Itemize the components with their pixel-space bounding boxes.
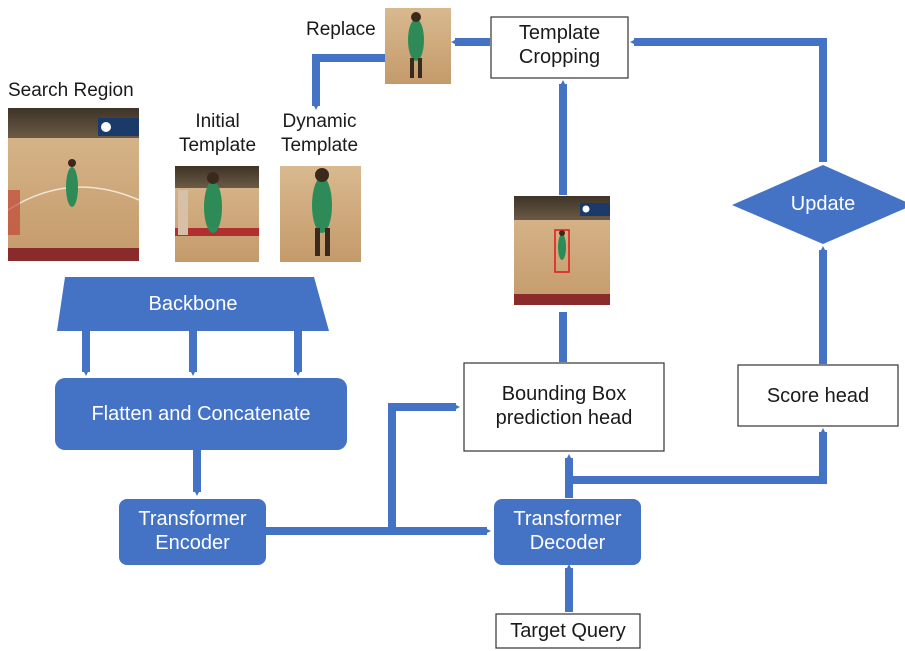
- transformer-decoder-label-line1: Transformer: [513, 508, 622, 530]
- flatten-concat-label: Flatten and Concatenate: [91, 403, 311, 425]
- transformer-decoder-label-line2: Decoder: [529, 532, 606, 554]
- update-label: Update: [790, 193, 856, 215]
- search-region-label: Search Region: [8, 80, 134, 101]
- template-cropping-label-line1: Template: [518, 22, 601, 44]
- search-region-image: [7, 108, 140, 261]
- arrow-encoder-to-bbox-head: [388, 403, 460, 531]
- transformer-encoder-label-line1: Transformer: [138, 508, 247, 530]
- dynamic-template-label-line1: Dynamic: [282, 111, 357, 132]
- connectors: [82, 38, 827, 612]
- target-query-box: [495, 613, 641, 649]
- score-head-box: [737, 364, 899, 427]
- transformer-decoder-block: [494, 499, 641, 565]
- transformer-encoder-block: [119, 499, 266, 565]
- transformer-encoder-label-line2: Encoder: [155, 532, 230, 554]
- replace-thumbnail-image: [385, 8, 451, 84]
- bbox-head-label-line1: Bounding Box: [501, 383, 627, 405]
- prediction-result-image: [514, 196, 610, 305]
- bbox-head-label: Bounding Box prediction head: [464, 382, 664, 430]
- template-cropping-box: [490, 16, 629, 79]
- arrow-update-to-cropping: [630, 38, 827, 162]
- initial-template-image: [175, 166, 259, 262]
- initial-template-label-line1: Initial: [195, 111, 240, 132]
- flatten-concat-block: [55, 378, 347, 450]
- backbone-block: [57, 277, 329, 331]
- target-query-label: Target Query: [510, 620, 626, 642]
- replace-label: Replace: [306, 19, 376, 40]
- transformer-decoder-label: Transformer Decoder: [494, 507, 641, 555]
- update-diamond: [732, 165, 905, 244]
- bbox-head-label-line2: prediction head: [495, 407, 633, 429]
- arrow-replace-to-dynamic: [312, 54, 385, 110]
- initial-template-label-line2: Template: [178, 135, 257, 156]
- template-cropping-label: Template Cropping: [491, 21, 628, 69]
- arrow-decoder-to-score-head: [569, 428, 827, 484]
- template-cropping-label-line2: Cropping: [518, 46, 601, 68]
- bbox-head-box: [463, 362, 665, 452]
- dynamic-template-image: [280, 166, 361, 262]
- transformer-encoder-label: Transformer Encoder: [119, 507, 266, 555]
- predicted-bounding-box: [554, 229, 570, 273]
- score-head-label: Score head: [766, 385, 870, 407]
- backbone-label: Backbone: [148, 293, 238, 315]
- dynamic-template-label: Dynamic Template: [262, 110, 377, 158]
- initial-template-label: Initial Template: [160, 110, 275, 158]
- dynamic-template-label-line2: Template: [280, 135, 359, 156]
